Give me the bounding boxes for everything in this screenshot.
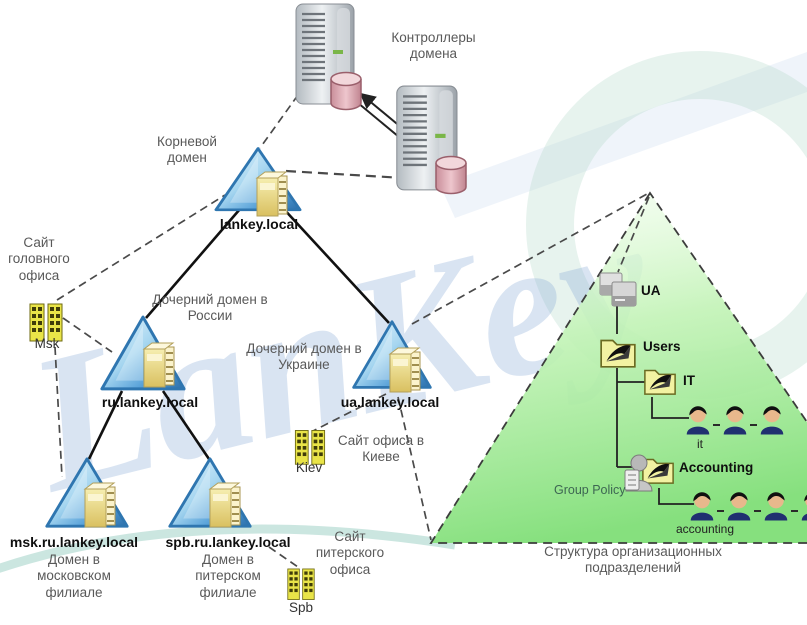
ou-users-label: Users — [643, 339, 681, 354]
site-msk-label: Msk — [34, 336, 60, 351]
database-icon — [435, 155, 467, 195]
domain-controllers-label: Контроллеры домена — [391, 30, 476, 62]
directory-folder-icon — [142, 342, 175, 388]
site-spb-label: Spb — [288, 600, 314, 615]
directory-folder-icon — [388, 347, 421, 393]
computers-icon — [599, 272, 637, 307]
site-building-icon — [287, 568, 315, 600]
user-group-accounting — [689, 486, 807, 522]
spb-domain-name: spb.ru.lankey.local — [165, 534, 291, 550]
user-group-it — [685, 400, 785, 436]
site-building-icon — [294, 430, 326, 465]
root-domain-caption: Корневой домен — [157, 134, 217, 166]
group-policy-label: Group Policy — [554, 483, 626, 497]
person-icon — [690, 492, 714, 521]
ua-domain-caption: Дочерний домен в Украине — [246, 341, 362, 373]
site-spb-caption: Сайт питерского офиса — [315, 529, 385, 577]
site-msk-caption: Сайт головного офиса — [8, 235, 70, 283]
directory-folder-icon — [83, 482, 116, 528]
site-kiev-label: Kiev — [295, 460, 323, 475]
ou-accounting-label: Accounting — [679, 460, 754, 475]
root-domain-name: lankey.local — [219, 216, 299, 232]
person-icon — [723, 406, 747, 435]
ou-it-label: IT — [683, 373, 695, 388]
directory-folder-icon — [255, 171, 288, 217]
site-building-icon — [29, 303, 63, 342]
person-icon — [801, 494, 807, 521]
ru-domain-name: ru.lankey.local — [101, 394, 199, 410]
ou-structure-caption: Структура организационных подразделений — [544, 544, 722, 576]
ou-accounting-group-label: accounting — [675, 522, 735, 536]
group-policy-icon — [624, 454, 653, 492]
ou-it-group-label: it — [697, 437, 703, 451]
ou-folder-icon — [644, 369, 676, 395]
person-icon — [686, 406, 710, 435]
site-kiev-caption: Сайт офиса в Киеве — [337, 433, 425, 465]
ou-folder-icon — [600, 339, 636, 368]
database-icon — [330, 71, 362, 111]
ru-domain-caption: Дочерний домен в России — [152, 292, 268, 324]
person-icon — [764, 492, 788, 521]
msk-domain-name: msk.ru.lankey.local — [9, 534, 139, 550]
ou-ua-label: UA — [641, 283, 661, 298]
person-icon — [727, 492, 751, 521]
msk-domain-caption: Домен в московском филиале — [37, 552, 111, 600]
directory-folder-icon — [208, 482, 241, 528]
ua-domain-name: ua.lankey.local — [340, 394, 440, 410]
spb-domain-caption: Домен в питерском филиале — [195, 552, 261, 600]
person-icon — [760, 406, 784, 435]
